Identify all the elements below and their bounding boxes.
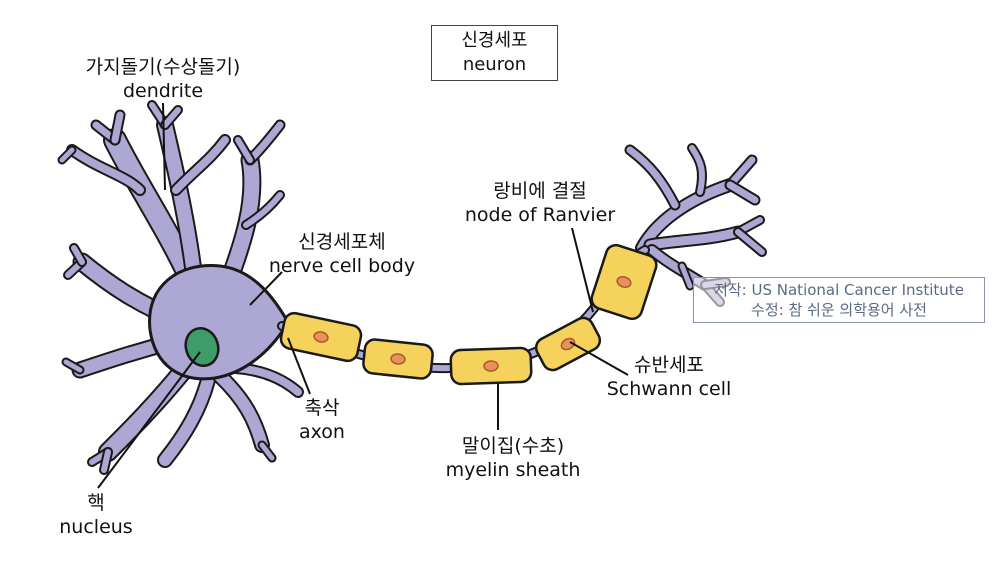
- schwann-cell-1: [279, 311, 363, 363]
- label-myelin-sheath: 말이집(수초) myelin sheath: [438, 434, 588, 482]
- label-myelin-ko: 말이집(수초): [461, 435, 565, 457]
- credit-line-1: 저작: US National Cancer Institute: [714, 281, 964, 299]
- leader-line-nucleus: [97, 351, 201, 489]
- leader-line-schwann-cell: [569, 341, 629, 376]
- dendrite-branch-24: [259, 442, 275, 461]
- schwann-nucleus-2: [390, 353, 406, 365]
- nucleus-shape: [184, 327, 220, 367]
- dendrite-branch-2: [68, 146, 144, 194]
- terminal-branch-5: [689, 145, 705, 195]
- dendrite-branch-9: [162, 107, 181, 128]
- dendrite-branch-12: [243, 192, 283, 228]
- dendrite-branch-18: [63, 359, 83, 373]
- terminal-branch-4: [626, 146, 679, 209]
- nerve-cell-body-shape: [148, 264, 290, 381]
- label-cell-body: 신경세포체 nerve cell body: [262, 230, 422, 278]
- leader-line-node-of-ranvier: [571, 227, 594, 313]
- label-dendrite: 가지돌기(수상돌기) dendrite: [68, 55, 258, 103]
- dendrite-branch-21: [101, 449, 111, 473]
- myelin-sheath-segments: [279, 243, 658, 386]
- soma: [148, 264, 290, 381]
- label-schwann-ko: 슈반세포: [634, 354, 704, 376]
- dendrite-branch-16: [71, 245, 85, 265]
- terminal-branch-6: [645, 227, 743, 250]
- label-axon-ko: 축삭: [304, 397, 340, 419]
- dendrite-branch-22: [159, 374, 214, 466]
- credit-box: 저작: US National Cancer Institute 수정: 참 쉬…: [693, 277, 985, 323]
- leader-line-dendrite: [162, 102, 166, 191]
- title-korean: 신경세포: [461, 30, 528, 51]
- credit-line-2: 수정: 참 쉬운 의학용어 사전: [751, 301, 927, 319]
- schwann-cell-4: [534, 316, 602, 372]
- schwann-cell-5: [590, 243, 658, 321]
- label-myelin-en: myelin sheath: [445, 459, 581, 481]
- schwann-nucleus-4: [560, 337, 576, 351]
- label-dendrite-ko: 가지돌기(수상돌기): [85, 56, 241, 78]
- label-cell-body-ko: 신경세포체: [298, 231, 386, 253]
- terminal-branch-12: [679, 263, 693, 289]
- dendrite-branch-4: [111, 111, 124, 144]
- label-cell-body-en: nerve cell body: [268, 255, 416, 277]
- schwann-cell-2: [362, 338, 434, 380]
- label-schwann-en: Schwann cell: [606, 378, 732, 400]
- dendrite-branch-13: [235, 137, 253, 163]
- title-english: neuron: [462, 54, 527, 75]
- schwann-nucleus-3: [483, 360, 499, 372]
- dendrite-branch-7: [172, 136, 229, 194]
- label-dendrite-en: dendrite: [122, 80, 204, 102]
- label-nucleus-en: nucleus: [59, 516, 133, 538]
- schwann-nucleus-1: [313, 331, 329, 343]
- title-box: 신경세포 neuron: [431, 25, 558, 81]
- dendrite-branch-19: [100, 364, 190, 460]
- terminal-branch-8: [735, 229, 765, 255]
- terminal-branch-1: [637, 180, 735, 253]
- leader-line-axon: [287, 337, 311, 395]
- dendrite-branch-5: [59, 147, 75, 163]
- label-node-ko: 랑비에 결절: [493, 180, 587, 202]
- dendrite-branch-11: [246, 121, 284, 164]
- label-node-of-ranvier: 랑비에 결절 node of Ranvier: [460, 179, 620, 227]
- label-leader-lines: [97, 102, 629, 489]
- terminal-branch-3: [726, 181, 759, 204]
- dendrite-branch-23: [214, 370, 268, 451]
- schwann-cell-3: [449, 346, 533, 386]
- label-axon-en: axon: [299, 421, 345, 443]
- schwann-nucleus-5: [616, 276, 632, 288]
- label-nucleus: 핵 nucleus: [52, 491, 140, 539]
- label-schwann-cell: 슈반세포 Schwann cell: [600, 353, 738, 401]
- label-axon: 축삭 axon: [290, 396, 354, 444]
- label-nucleus-ko: 핵: [87, 492, 105, 514]
- label-node-en: node of Ranvier: [464, 204, 616, 226]
- leader-line-cell-body: [249, 271, 283, 306]
